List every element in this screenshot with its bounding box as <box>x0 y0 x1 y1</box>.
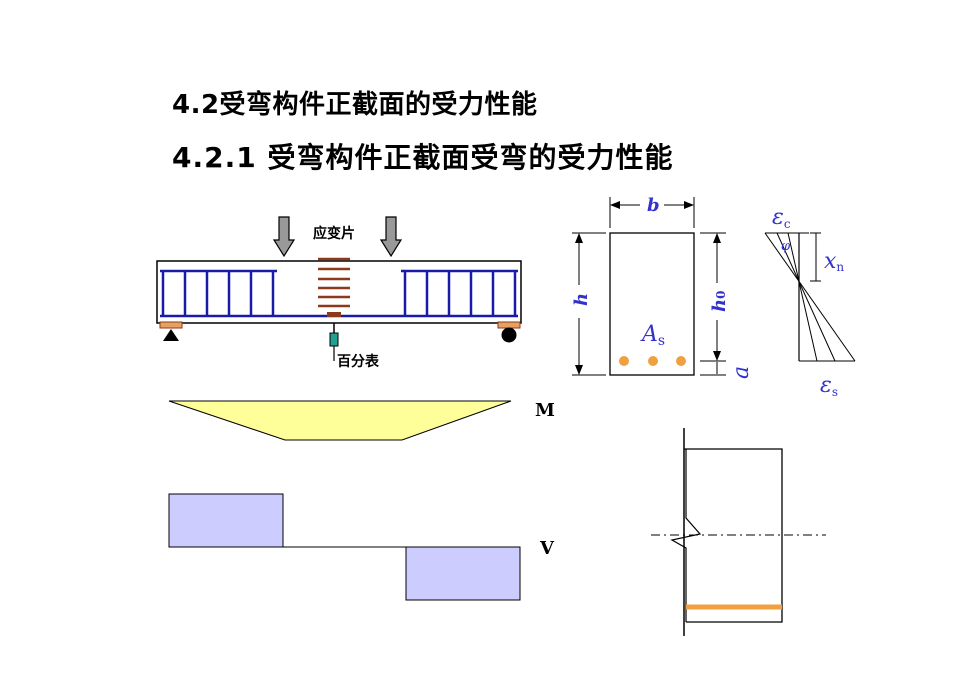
width-label: b <box>647 195 660 216</box>
load-arrow-left <box>272 216 296 258</box>
section-outline <box>609 232 695 376</box>
roller-support <box>501 327 517 343</box>
effective-height-label: h0 <box>709 291 730 312</box>
strain-gauges <box>318 257 350 308</box>
cross-section: b h h0 a As <box>571 195 754 379</box>
strain-angle-mark: φ <box>781 239 791 254</box>
shear-diagram: V <box>168 493 555 601</box>
cover-label: a <box>729 366 754 379</box>
rebar-dot <box>676 356 686 366</box>
neutral-axis-label: xn <box>824 249 844 274</box>
steel-area-label: As <box>640 322 665 349</box>
subsection-title: 4.2.1 受弯构件正截面受弯的受力性能 <box>172 141 674 174</box>
rebar-dot <box>648 356 658 366</box>
moment-label: M <box>535 400 555 421</box>
crack-section <box>651 428 826 636</box>
section-title: 4.2受弯构件正截面的受力性能 <box>172 90 538 120</box>
rebar-dot <box>619 356 629 366</box>
pin-support <box>163 329 179 341</box>
support-plate-right <box>497 321 521 329</box>
load-arrow-right <box>379 216 403 258</box>
stirrups-right <box>401 269 518 316</box>
height-label: h <box>571 293 592 306</box>
dial-gauge <box>329 323 339 361</box>
beam-elevation: 应变片 <box>156 216 522 370</box>
steel-strain-label: εs <box>820 373 838 399</box>
dial-gauge-label: 百分表 <box>337 353 380 370</box>
moment-diagram: M <box>168 400 555 441</box>
bottom-gauge <box>327 312 341 317</box>
strain-gauge-label: 应变片 <box>313 225 355 242</box>
shear-label: V <box>539 538 555 559</box>
strain-distribution: εc φ xn εs <box>764 205 856 399</box>
stirrups-left <box>160 269 277 316</box>
support-plate-left <box>159 321 183 329</box>
concrete-strain-label: εc <box>772 205 791 231</box>
